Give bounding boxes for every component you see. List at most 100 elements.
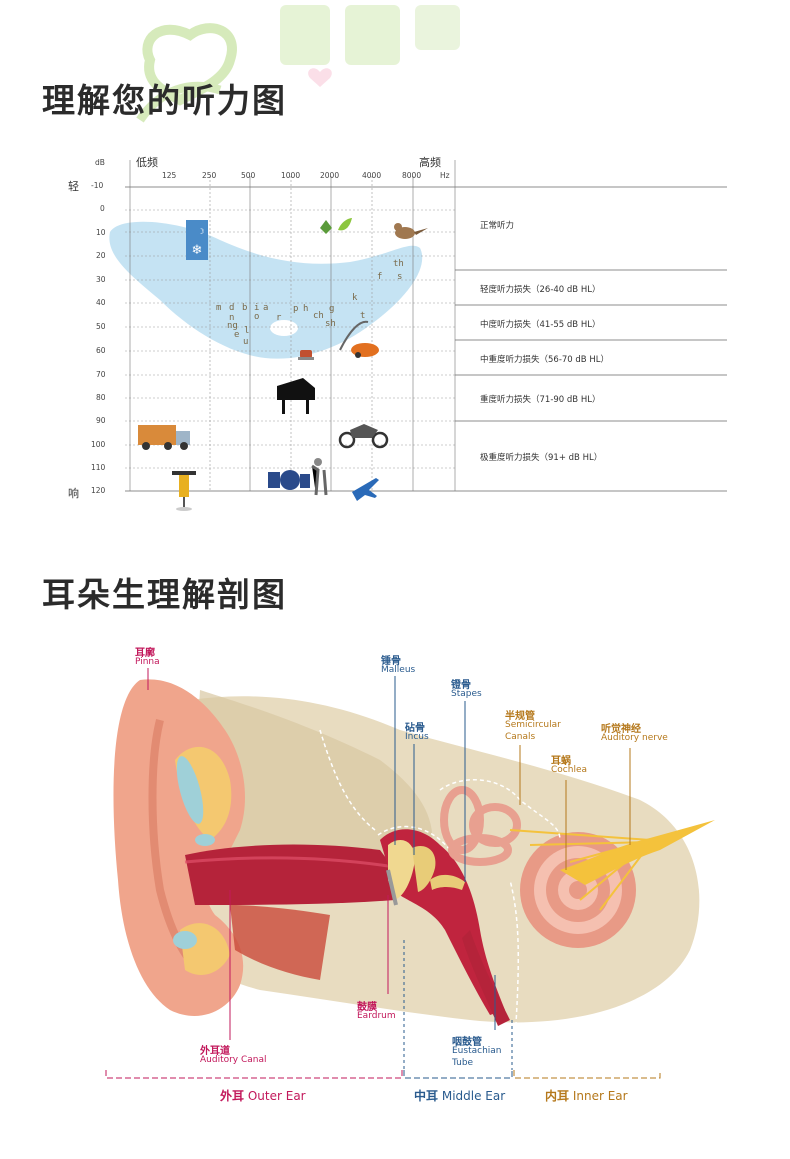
level-70: 70 [96, 370, 106, 379]
phoneme-m: m [216, 303, 222, 313]
truck-icon [138, 425, 190, 450]
stapes-shape [430, 874, 465, 890]
phoneme-sh: sh [325, 319, 336, 329]
phoneme-s: s [397, 272, 403, 282]
incus-shape [412, 846, 436, 892]
pinna-label-cn: 耳廓 [135, 648, 155, 659]
band-profound: 极重度听力损失（91+ dB HL） [480, 453, 603, 463]
watermark-logo [136, 5, 460, 123]
freq-8000: 8000 [402, 171, 422, 180]
auditory-canal-label-cn: 外耳道 [200, 1046, 230, 1057]
pinna-label-en: Pinna [135, 657, 160, 667]
level-40: 40 [96, 298, 106, 307]
phoneme-p: p [293, 304, 299, 314]
level-100: 100 [91, 440, 106, 449]
semicircular-canals-shape [440, 786, 521, 866]
auditory-nerve-label-cn: 听觉神经 [601, 724, 641, 735]
stapes-label-en: Stapes [451, 689, 482, 699]
stapes-label-cn: 镫骨 [451, 680, 471, 691]
cochlea-label-cn: 耳蜗 [551, 756, 571, 767]
piano-icon [277, 378, 315, 414]
svg-text:☽: ☽ [197, 227, 204, 236]
phoneme-g: g [329, 304, 335, 314]
phoneme-k: k [352, 293, 358, 303]
outer-ear-cn: 外耳 [220, 1089, 245, 1103]
freq-1000: 1000 [281, 171, 301, 180]
freq-250: 250 [202, 171, 217, 180]
band-normal: 正常听力 [480, 221, 515, 231]
phoneme-a: a [263, 303, 269, 313]
hz-label: Hz [440, 171, 450, 180]
db-axis-label: dB [95, 158, 105, 167]
middle-ear-section: 中耳 Middle Ear [414, 1087, 505, 1104]
phoneme-b: b [242, 303, 248, 313]
cochlea-label-en: Cochlea [551, 765, 587, 775]
eardrum-shape [386, 869, 398, 906]
phoneme-f: f [377, 272, 383, 282]
phoneme-i: i [254, 303, 260, 313]
freq-4000: 4000 [362, 171, 382, 180]
phoneme-u: u [243, 337, 249, 347]
semicircular-label-en1: Semicircular [505, 720, 561, 730]
auditory-nerve-label-en: Auditory nerve [601, 733, 668, 743]
loud-label: 响 [68, 487, 79, 500]
incus-label-cn: 砧骨 [405, 723, 425, 734]
inner-ear-en: Inner Ear [572, 1089, 628, 1103]
phoneme-ch: ch [313, 311, 324, 321]
outer-ear-section: 外耳 Outer Ear [220, 1087, 306, 1104]
audiogram-title: 理解您的听力图 [42, 81, 287, 120]
airplane-icon [352, 478, 379, 501]
eardrum-label-cn: 鼓膜 [357, 1002, 377, 1013]
band-moderate: 中度听力损失（41-55 dB HL） [480, 320, 601, 330]
phoneme-ng: ng [227, 321, 238, 331]
middle-ear-en: Middle Ear [441, 1089, 506, 1103]
jackhammer-icon [172, 471, 196, 511]
eustachian-label-en2: Tube [452, 1058, 474, 1068]
snowflake-icon: ❄ ☽ [186, 220, 208, 260]
svg-text:❄: ❄ [192, 243, 203, 258]
low-freq-label: 低频 [136, 156, 158, 169]
freq-500: 500 [241, 171, 256, 180]
faucet-icon [298, 350, 314, 360]
high-freq-label: 高频 [419, 156, 441, 169]
phoneme-n: n [229, 313, 235, 323]
phoneme-th: th [393, 259, 404, 269]
outer-ear-en: Outer Ear [247, 1089, 306, 1103]
freq-125: 125 [162, 171, 177, 180]
level-80: 80 [96, 393, 106, 402]
level-120: 120 [91, 486, 106, 495]
phoneme-h: h [303, 304, 309, 314]
malleus-shape [388, 840, 415, 900]
light-label: 轻 [68, 180, 79, 193]
anatomy-title: 耳朵生理解剖图 [42, 575, 287, 614]
malleus-label-cn: 锤骨 [381, 656, 401, 667]
semicircular-label-en2: Canals [505, 732, 536, 742]
level-m10: -10 [91, 181, 104, 190]
band-severe: 重度听力损失（71-90 dB HL） [480, 395, 601, 405]
freq-2000: 2000 [320, 171, 340, 180]
phoneme-e: e [234, 330, 240, 340]
audiogram-chart: ❄ ☽ [109, 160, 727, 511]
auditory-canal-label-en: Auditory Canal [200, 1055, 267, 1065]
inner-ear-cn: 内耳 [545, 1089, 570, 1103]
eustachian-tube-shape [462, 930, 510, 1026]
auditory-canal-shape [185, 844, 395, 905]
level-60: 60 [96, 346, 106, 355]
incus-label-en: Incus [405, 732, 429, 742]
motorcycle-icon [338, 424, 389, 449]
level-50: 50 [96, 322, 106, 331]
phoneme-t: t [360, 311, 366, 321]
speech-banana [109, 221, 423, 359]
eardrum-label-en: Eardrum [357, 1011, 396, 1021]
vacuum-icon [339, 320, 379, 358]
phoneme-r: r [276, 313, 282, 323]
phoneme-d: d [229, 303, 235, 313]
inner-ear-section: 内耳 Inner Ear [545, 1087, 628, 1104]
level-90: 90 [96, 416, 106, 425]
eustachian-label-en1: Eustachian [452, 1046, 502, 1056]
level-110: 110 [91, 463, 106, 472]
semicircular-label-cn: 半规管 [505, 711, 535, 722]
level-20: 20 [96, 251, 106, 260]
drum-kit-icon [268, 458, 328, 496]
level-10: 10 [96, 228, 106, 237]
